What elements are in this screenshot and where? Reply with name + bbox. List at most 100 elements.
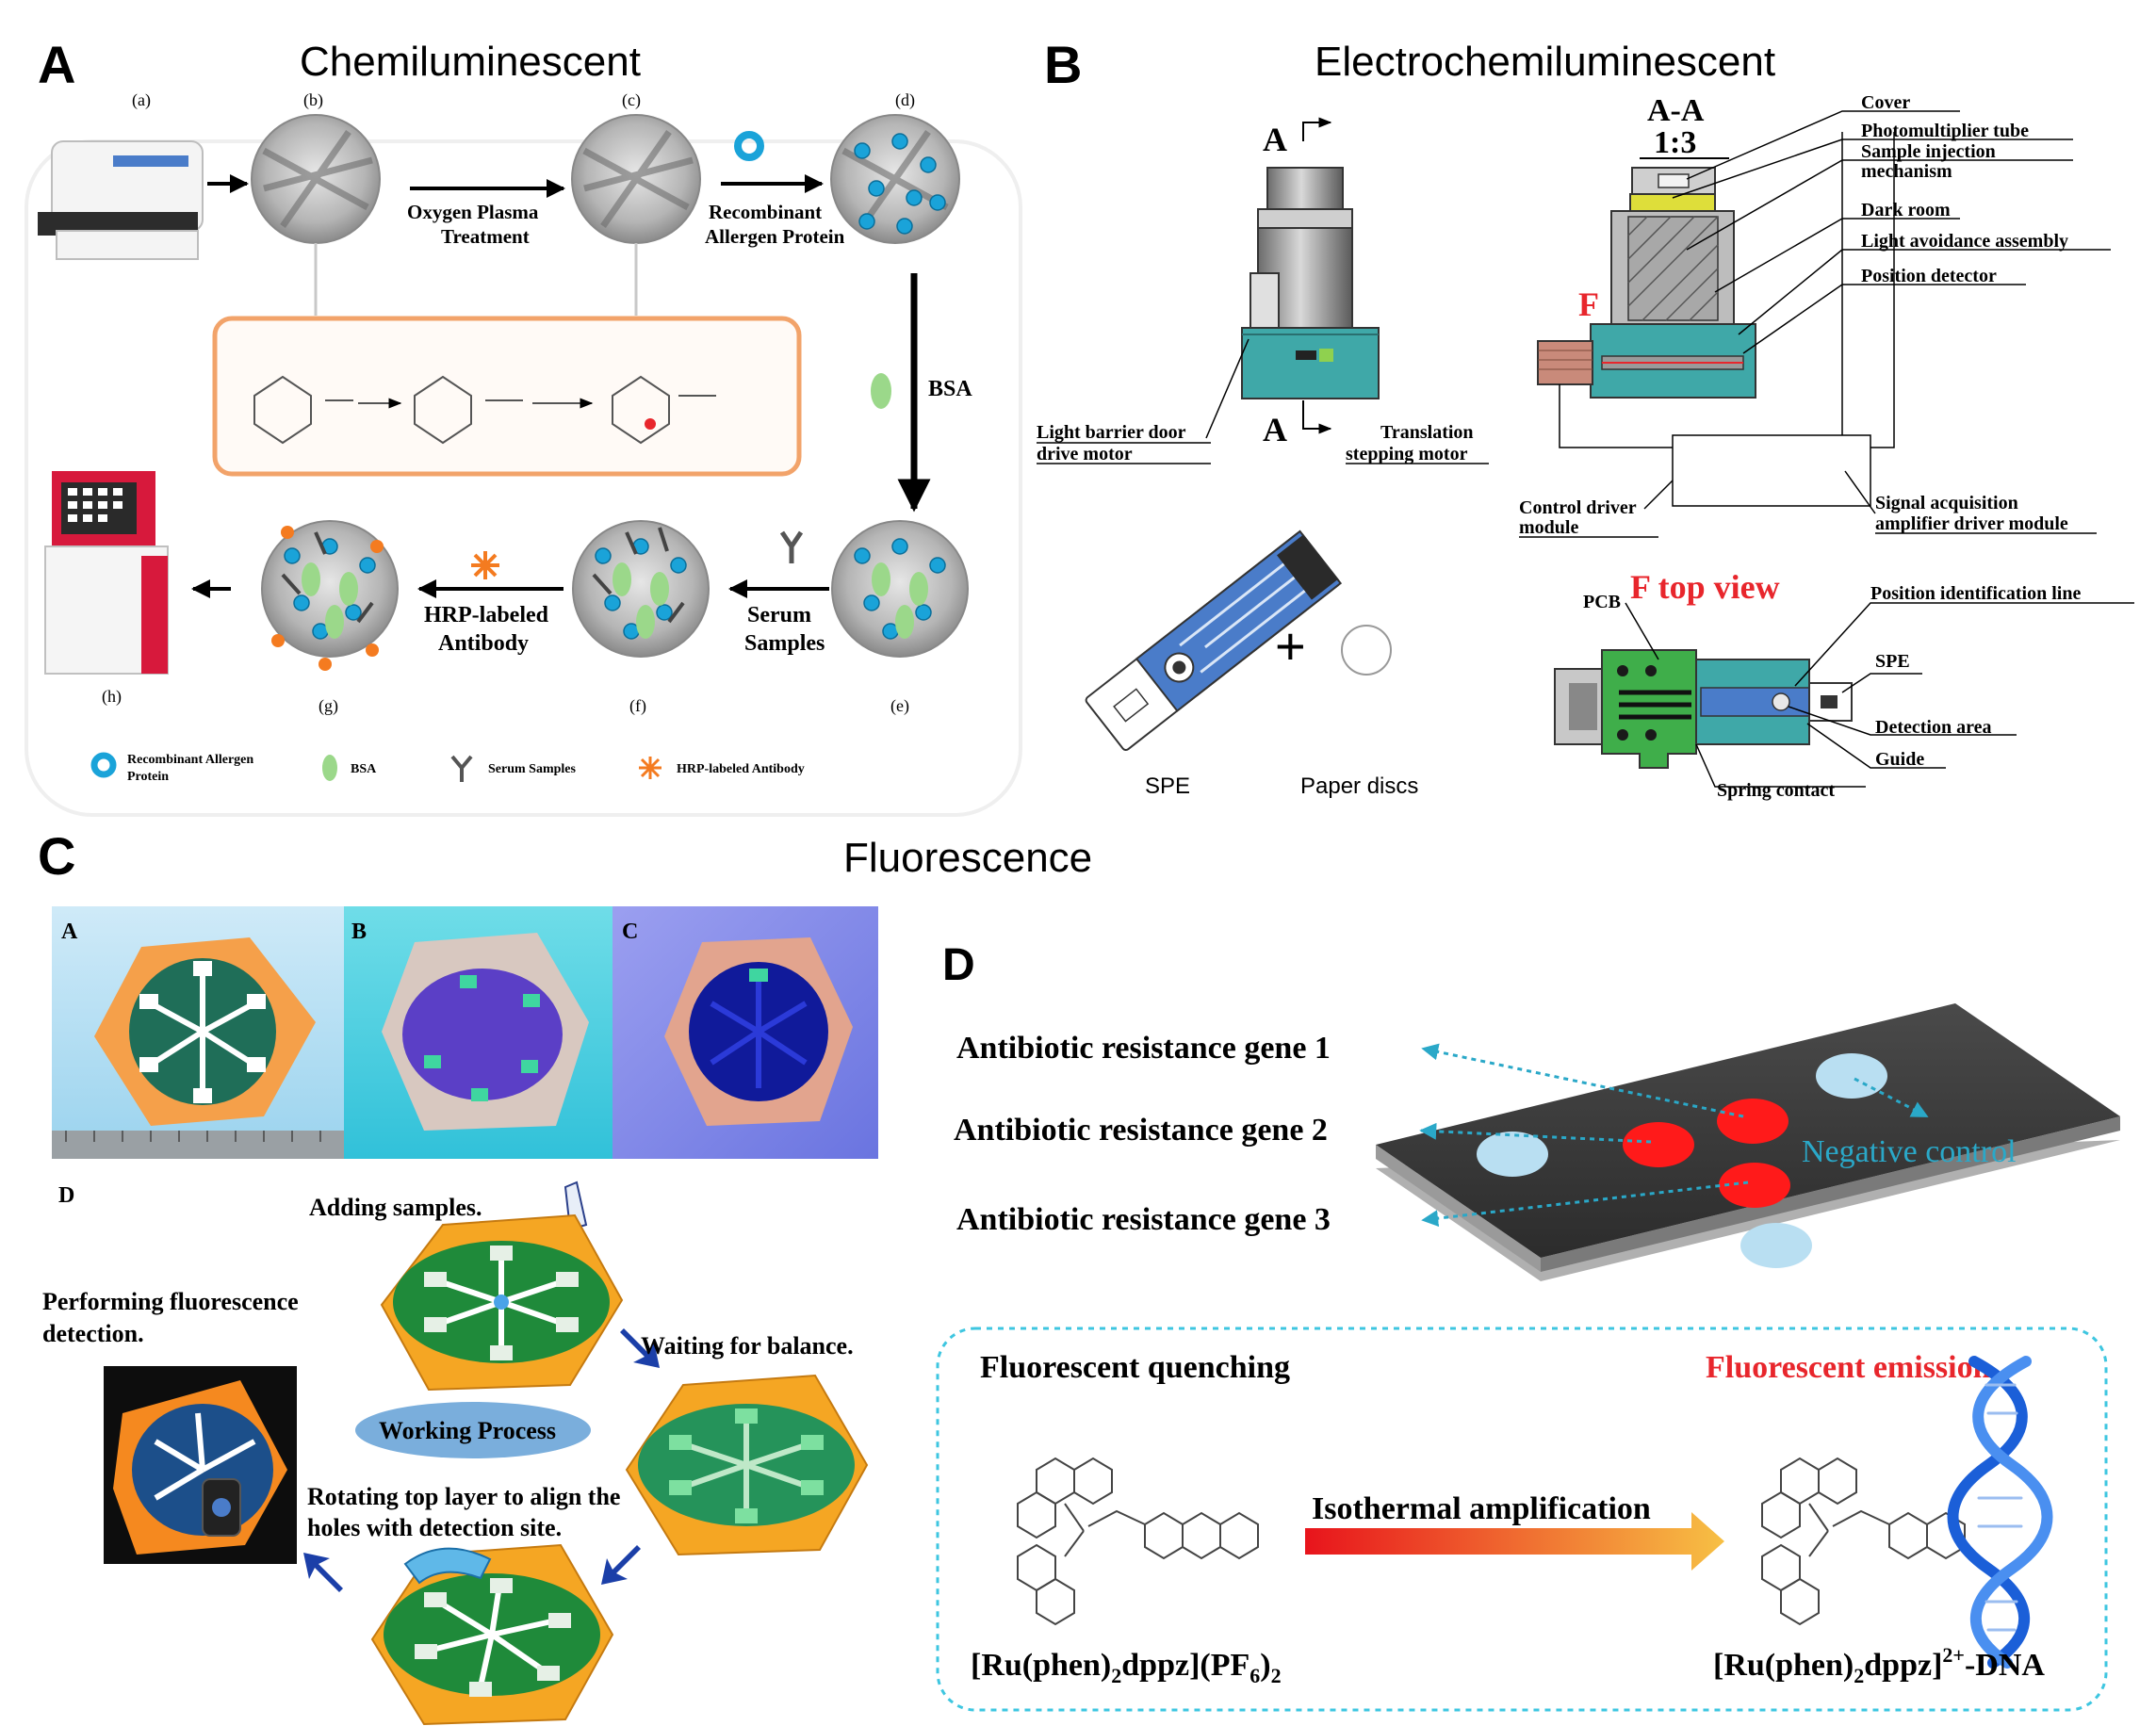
photo-c: [612, 906, 878, 1159]
cover-label: Cover: [1861, 92, 1910, 113]
chemistry-structures: [253, 375, 716, 445]
detection-photo: [104, 1366, 297, 1564]
scale-label: 1:3: [1654, 125, 1696, 160]
oxygen-plasma-label-2: Treatment: [441, 225, 530, 248]
panel-a-title: Chemiluminescent: [300, 39, 641, 85]
step-c-label: (c): [622, 90, 641, 110]
light-avoidance-label: Light avoidance assembly: [1861, 231, 2068, 252]
legend-hrp-label: HRP-labeled Antibody: [677, 762, 805, 776]
panel-a-frame: [24, 139, 1022, 817]
disc-e: [831, 520, 969, 658]
gene-leaders: [1419, 1043, 1929, 1228]
gene-1-label: Antibiotic resistance gene 1: [956, 1031, 1331, 1066]
legend-serum-label: Serum Samples: [488, 762, 577, 776]
pmt-label: Photomultiplier tube: [1861, 121, 2029, 141]
panel-b-title: Electrochemiluminescent: [1315, 39, 1775, 85]
hex-waiting: [625, 1374, 869, 1556]
spe-strip: [1085, 529, 1343, 752]
emission-label: Fluorescent emission: [1706, 1350, 1991, 1385]
step-e-label: (e): [890, 696, 909, 716]
hex-rotating: [370, 1543, 614, 1726]
blue-arrow-1: [620, 1328, 660, 1368]
control-driver-label-1: Control driver: [1519, 497, 1637, 518]
signal-acq-label-2: amplifier driver module: [1875, 513, 2068, 534]
hex-adding: [380, 1213, 624, 1392]
light-barrier-label-1: Light barrier door: [1037, 422, 1186, 443]
spot-gene-2: [1623, 1122, 1694, 1167]
step-b-label: (b): [303, 90, 323, 110]
oxygen-plasma-label-1: Oxygen Plasma: [407, 201, 539, 223]
spe-label: SPE: [1875, 651, 1910, 672]
negative-control-label: Negative control: [1802, 1134, 2017, 1169]
performing-label-1: Performing fluorescence: [42, 1288, 299, 1315]
disc-g: [261, 520, 399, 671]
hrp-label-1: HRP-labeled: [424, 603, 549, 627]
gene-2-label: Antibiotic resistance gene 2: [954, 1113, 1328, 1148]
control-driver-label-2: module: [1519, 517, 1578, 538]
legend-hrp-icon: [639, 757, 662, 779]
printer-icon: [38, 140, 204, 260]
spring-contact-label: Spring contact: [1717, 780, 1835, 801]
isothermal-arrow: [1305, 1512, 1724, 1571]
serum-label-1: Serum: [747, 603, 811, 627]
light-barrier-leader: [1205, 338, 1250, 439]
legend-recombinant-label-2: Protein: [127, 770, 169, 784]
spot-gene-3: [1719, 1163, 1790, 1208]
guide-label: Guide: [1875, 749, 1924, 770]
spot-negative-2: [1477, 1132, 1548, 1177]
plus-sign: +: [1275, 616, 1306, 676]
recombinant-protein-icon: [734, 131, 764, 161]
adding-samples-label: Adding samples.: [309, 1194, 482, 1221]
dark-room-label: Dark room: [1861, 200, 1951, 220]
photo-b-label: B: [351, 920, 367, 944]
f-mark: F: [1578, 285, 1599, 323]
control-lines: [1559, 132, 1895, 514]
step-a-label: (a): [132, 90, 151, 110]
waiting-label: Waiting for balance.: [641, 1332, 854, 1360]
gene-3-label: Antibiotic resistance gene 3: [956, 1202, 1331, 1237]
left-device: [1241, 167, 1380, 399]
paper-disc-icon: [1341, 625, 1392, 676]
sample-injection-label-1: Sample injection: [1861, 141, 1996, 162]
hrp-icon: [471, 551, 499, 579]
step-f-label: (f): [629, 696, 646, 716]
blue-arrow-3: [303, 1553, 343, 1592]
section-arrow-bottom: [1302, 400, 1332, 434]
legend-bsa-icon: [322, 755, 337, 781]
isothermal-label: Isothermal amplification: [1312, 1491, 1651, 1526]
cross-section: [1537, 167, 1756, 399]
signal-acq-label-1: Signal acquisition: [1875, 493, 2018, 513]
light-barrier-label-2: drive motor: [1037, 444, 1133, 464]
disc-f: [572, 520, 710, 658]
rotating-label-1: Rotating top layer to align the: [307, 1483, 620, 1510]
molecule-right: [1761, 1457, 1966, 1626]
quenching-label: Fluorescent quenching: [980, 1350, 1290, 1385]
detection-area-label: Detection area: [1875, 717, 1991, 738]
bsa-arrow-label: BSA: [928, 377, 972, 401]
panel-c-title: Fluorescence: [843, 835, 1092, 881]
translation-label-2: stepping motor: [1346, 444, 1468, 464]
disc-d: [830, 114, 960, 244]
sub-d-label: D: [58, 1183, 74, 1208]
legend-serum-icon: [450, 755, 473, 782]
disc-b: [251, 114, 381, 244]
f-top-view-leaders: [1625, 602, 2134, 788]
panel-d: D Antibiotic resistance gene 1 Antibioti…: [936, 940, 2120, 1712]
spot-gene-1: [1717, 1099, 1788, 1144]
panel-a: A Chemiluminescent (a) (b) (c): [24, 35, 1022, 817]
panel-a-legend: Recombinant Allergen Protein BSA Serum S…: [90, 752, 805, 784]
chem-red-mark: [645, 418, 656, 430]
ru-left-formula: [Ru(phen)2dppz](PF6)2: [971, 1648, 1282, 1687]
legend-recombinant-icon: [90, 752, 117, 778]
position-id-line-label: Position identification line: [1870, 583, 2081, 604]
f-top-view-label: F top view: [1630, 568, 1780, 606]
serum-label-2: Samples: [744, 631, 825, 656]
panel-d-letter: D: [942, 940, 975, 990]
working-process-label: Working Process: [379, 1417, 556, 1444]
plate-spots: [1477, 1053, 1887, 1268]
photo-a: [52, 906, 344, 1159]
spot-negative-1: [1816, 1053, 1887, 1099]
translation-label-1: Translation: [1380, 422, 1474, 443]
panel-c-letter: C: [38, 826, 75, 886]
step-h-label: (h): [102, 687, 122, 707]
